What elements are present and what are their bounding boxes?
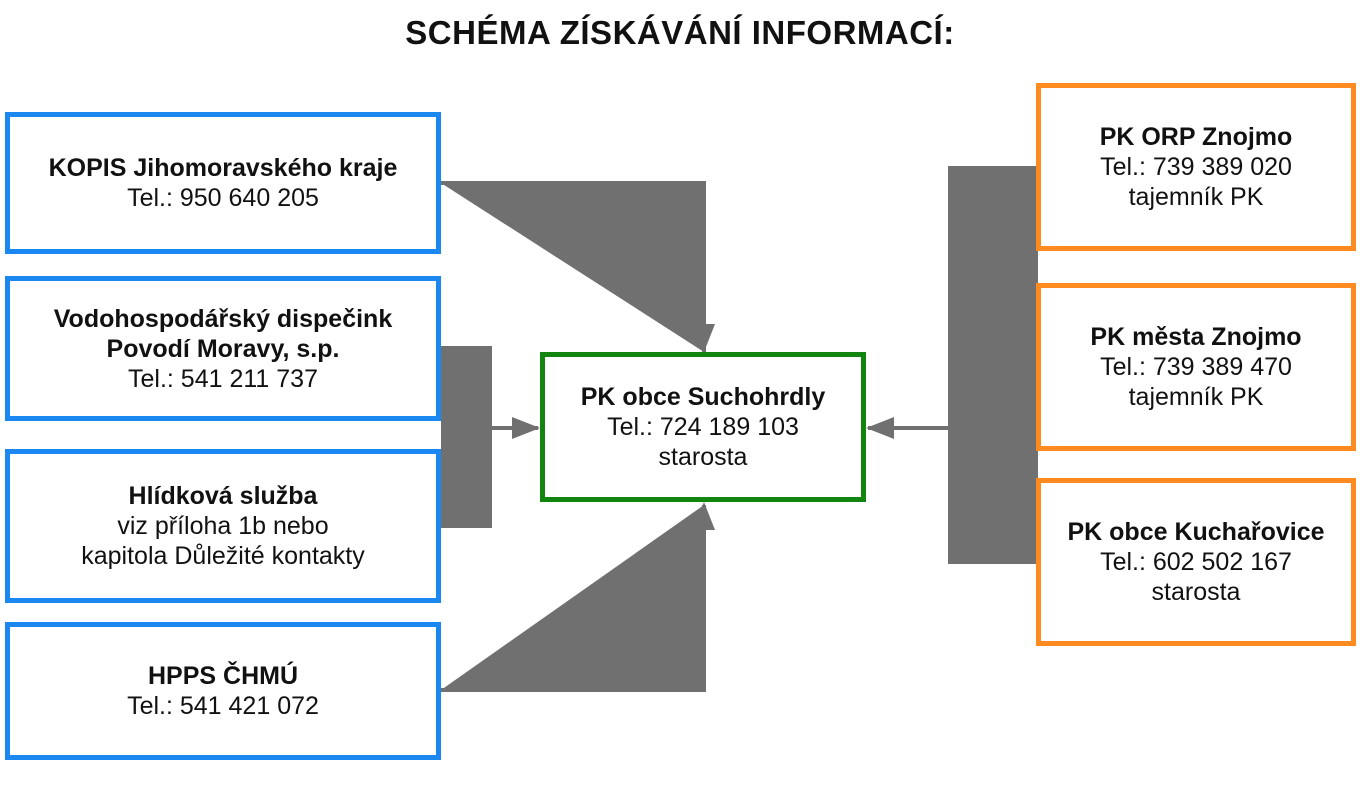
connector-hpps	[441, 505, 706, 692]
connector-kopis	[441, 181, 706, 352]
partner-box-mesta-znojmo: PK města Znojmo Tel.: 739 389 470 tajemn…	[1036, 283, 1356, 451]
center-name: PK obce Suchohrdly	[580, 383, 826, 411]
partner-box-orp-znojmo: PK ORP Znojmo Tel.: 739 389 020 tajemník…	[1036, 83, 1356, 251]
partner-name: PK města Znojmo	[1090, 323, 1302, 351]
diagram-title: SCHÉMA ZÍSKÁVÁNÍ INFORMACÍ:	[405, 14, 955, 51]
source-phone: Tel.: 541 211 737	[128, 364, 318, 393]
source-detail-line1: viz příloha 1b nebo	[117, 512, 329, 540]
source-detail-line2: kapitola Důležité kontakty	[81, 542, 365, 570]
connector-right-bracket	[948, 166, 1038, 564]
source-name: KOPIS Jihomoravského kraje	[48, 154, 398, 182]
partner-name: PK obce Kuchařovice	[1067, 518, 1325, 546]
partner-box-kucharovice: PK obce Kuchařovice Tel.: 602 502 167 st…	[1036, 478, 1356, 646]
source-box-kopis: KOPIS Jihomoravského kraje Tel.: 950 640…	[5, 112, 441, 254]
partner-role: tajemník PK	[1128, 383, 1264, 411]
partner-phone: Tel.: 602 502 167	[1100, 548, 1292, 576]
source-name: Vodohospodářský dispečink	[53, 304, 393, 333]
center-role: starosta	[658, 443, 748, 471]
source-name-line2: Povodí Moravy, s.p.	[106, 334, 340, 363]
arrow-bottom	[693, 502, 715, 530]
source-box-vodohospodarsky: Vodohospodářský dispečink Povodí Moravy,…	[5, 276, 441, 421]
partner-role: starosta	[1151, 578, 1241, 606]
source-phone: Tel.: 541 421 072	[127, 692, 319, 720]
center-phone: Tel.: 724 189 103	[607, 413, 799, 441]
connector-vodohospodarsky	[441, 346, 492, 528]
partner-name: PK ORP Znojmo	[1099, 123, 1293, 151]
arrow-top	[693, 324, 715, 352]
source-name: HPPS ČHMÚ	[147, 662, 298, 690]
source-phone: Tel.: 950 640 205	[127, 184, 319, 212]
arrow-right	[866, 417, 894, 439]
partner-phone: Tel.: 739 389 020	[1100, 153, 1292, 181]
source-box-hlidkova: Hlídková služba viz příloha 1b nebo kapi…	[5, 449, 441, 603]
arrow-left	[512, 417, 540, 439]
partner-role: tajemník PK	[1128, 183, 1264, 211]
source-name: Hlídková služba	[128, 482, 318, 510]
source-box-hpps: HPPS ČHMÚ Tel.: 541 421 072	[5, 622, 441, 760]
partner-phone: Tel.: 739 389 470	[1100, 353, 1292, 381]
center-box-suchohrdly: PK obce Suchohrdly Tel.: 724 189 103 sta…	[540, 352, 866, 502]
